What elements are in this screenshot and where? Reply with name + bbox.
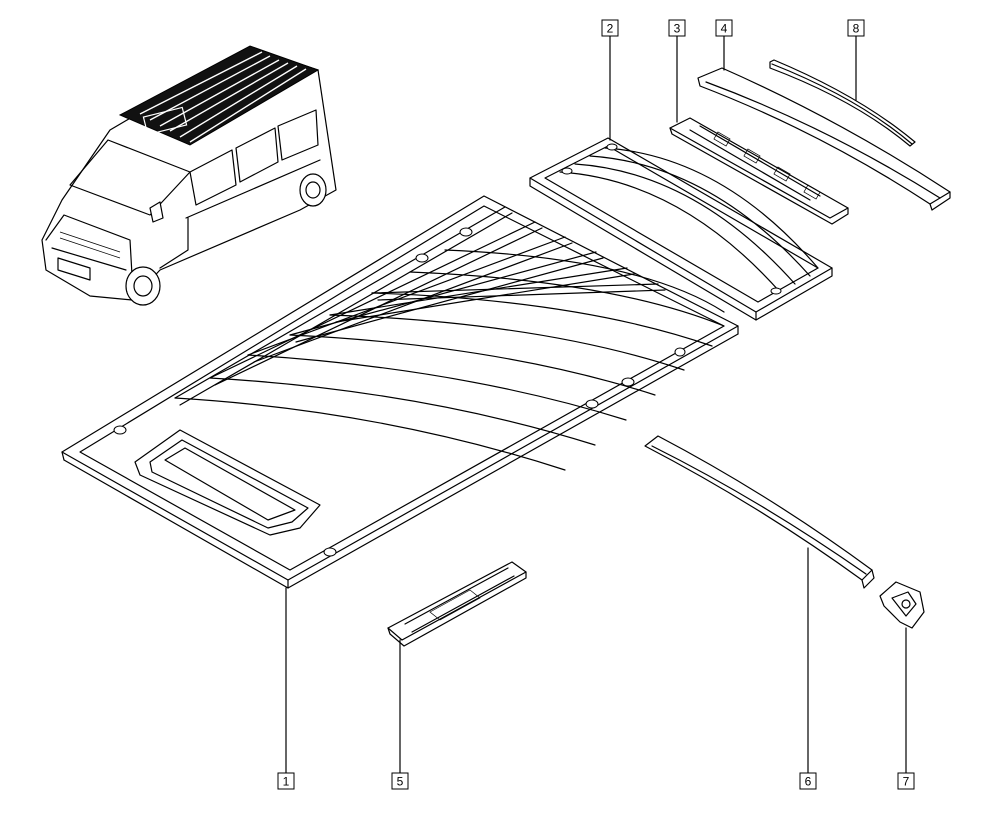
callout-5: 5 bbox=[391, 772, 409, 790]
van-illustration bbox=[41, 45, 337, 306]
callout-4: 4 bbox=[715, 19, 733, 37]
part-2-rear-roof-panel bbox=[529, 137, 833, 321]
part-3-cross-member bbox=[669, 117, 849, 225]
part-8-roof-strip bbox=[769, 59, 916, 147]
part-1-main-roof-panel bbox=[61, 195, 739, 589]
svg-text:7: 7 bbox=[903, 775, 910, 789]
callout-2: 2 bbox=[601, 19, 619, 37]
part-4-roof-bow bbox=[697, 67, 951, 211]
callout-3: 3 bbox=[668, 19, 686, 37]
svg-text:2: 2 bbox=[607, 22, 614, 36]
svg-text:6: 6 bbox=[805, 775, 812, 789]
callout-1: 1 bbox=[277, 772, 295, 790]
callout-8: 8 bbox=[847, 19, 865, 37]
svg-text:5: 5 bbox=[397, 775, 404, 789]
svg-text:4: 4 bbox=[721, 22, 728, 36]
part-5-bracket bbox=[387, 561, 527, 647]
svg-text:8: 8 bbox=[853, 22, 860, 36]
leader-lines bbox=[285, 35, 907, 774]
callout-6: 6 bbox=[799, 772, 817, 790]
part-7-corner-bracket bbox=[879, 581, 925, 629]
svg-text:3: 3 bbox=[674, 22, 681, 36]
callout-7: 7 bbox=[897, 772, 915, 790]
svg-text:1: 1 bbox=[283, 775, 290, 789]
part-6-long-rail bbox=[644, 435, 875, 589]
